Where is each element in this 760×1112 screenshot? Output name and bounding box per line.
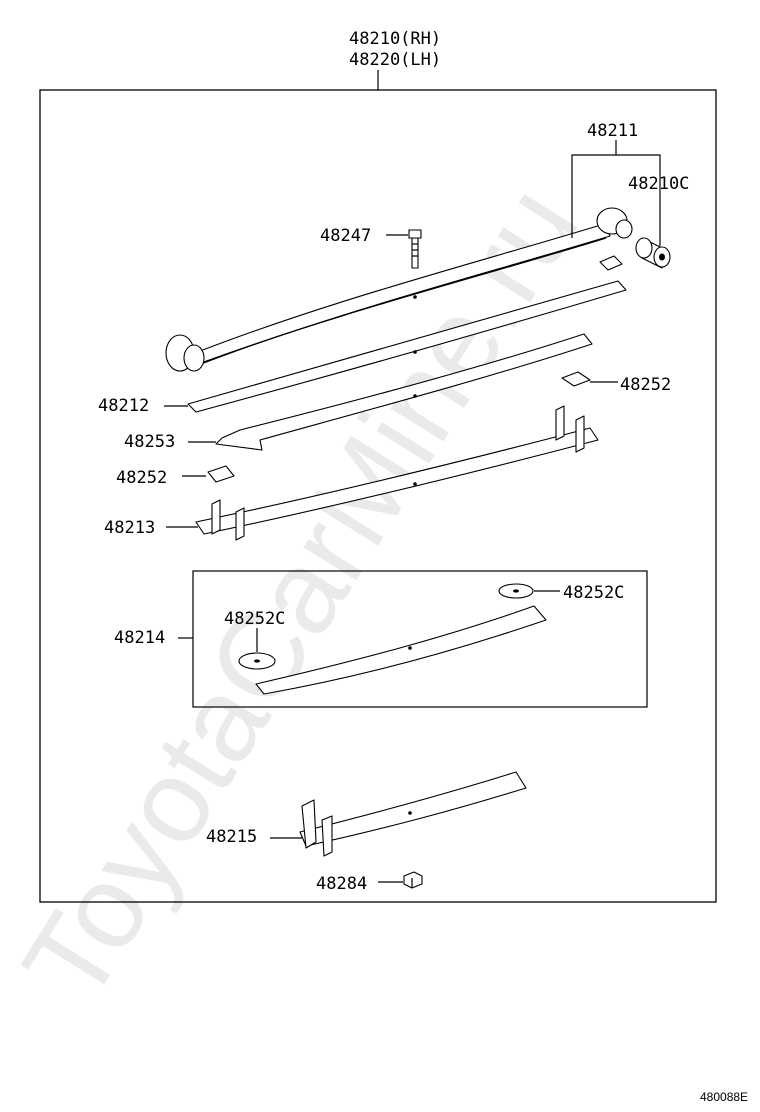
pad-48252-left[interactable]	[207, 465, 235, 483]
leaf-48253[interactable]	[215, 333, 593, 451]
pad-48252-right[interactable]	[561, 371, 591, 387]
subassembly-frame-48214	[192, 570, 648, 708]
label-48213[interactable]: 48213	[104, 518, 155, 538]
label-48210-rh[interactable]: 48210(RH)	[349, 29, 441, 49]
label-48253[interactable]: 48253	[124, 432, 175, 452]
nut-48284[interactable]	[403, 871, 423, 889]
center-bolt-48247[interactable]	[408, 229, 422, 269]
pad-48252-top[interactable]	[599, 255, 623, 271]
label-48252-left[interactable]: 48252	[116, 468, 167, 488]
label-48220-lh[interactable]: 48220(LH)	[349, 50, 441, 70]
leaf-48214[interactable]	[255, 605, 547, 695]
label-48252-right[interactable]: 48252	[620, 375, 671, 395]
label-48252c-right[interactable]: 48252C	[563, 583, 624, 603]
leaf-48215[interactable]	[299, 771, 527, 857]
leaf-48213[interactable]	[195, 405, 599, 541]
label-48215[interactable]: 48215	[206, 827, 257, 847]
label-48211[interactable]: 48211	[587, 121, 638, 141]
label-48252c-left[interactable]: 48252C	[224, 609, 285, 629]
leaf-48212[interactable]	[187, 280, 627, 413]
diagram-code: 480088E	[700, 1090, 748, 1104]
label-48284[interactable]: 48284	[316, 874, 367, 894]
label-48212[interactable]: 48212	[98, 396, 149, 416]
washer-48252c-right[interactable]	[498, 583, 534, 599]
main-leaf-48211[interactable]	[165, 207, 633, 372]
bracket-48211	[571, 154, 661, 246]
label-48214[interactable]: 48214	[114, 628, 165, 648]
bushing-48210c[interactable]	[635, 237, 671, 269]
label-48247[interactable]: 48247	[320, 226, 371, 246]
washer-48252c-left[interactable]	[238, 652, 276, 670]
label-48210c[interactable]: 48210C	[628, 174, 689, 194]
